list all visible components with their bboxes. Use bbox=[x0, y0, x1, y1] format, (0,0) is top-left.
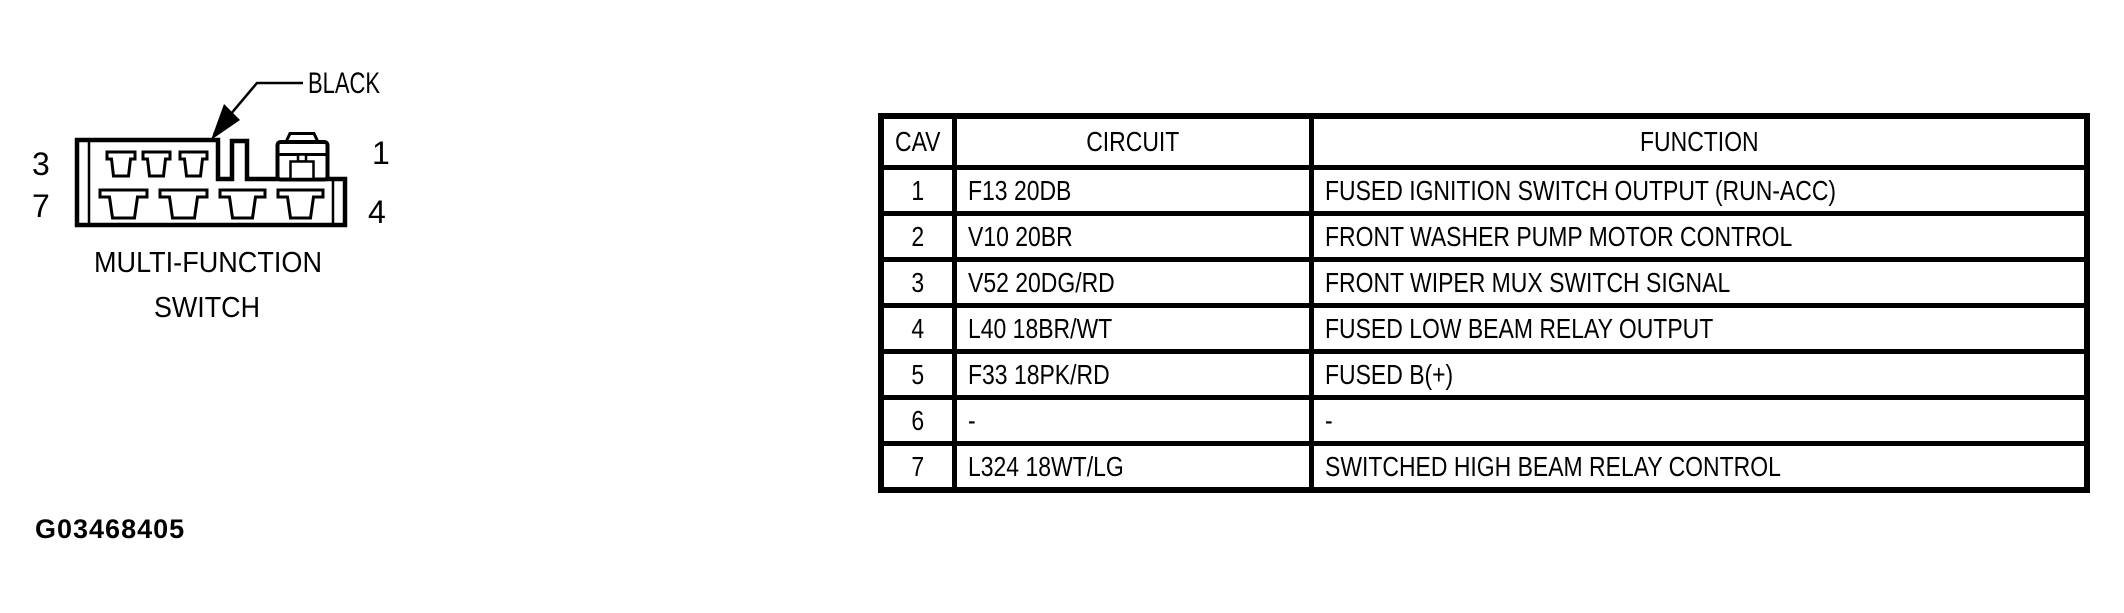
figure-id: G03468405 bbox=[35, 514, 186, 544]
table-row: 7 L324 18WT/LG SWITCHED HIGH BEAM RELAY … bbox=[878, 441, 2090, 493]
circuit-cell: F13 20DB bbox=[952, 165, 1314, 216]
pin-cavity bbox=[98, 188, 149, 220]
cav-cell: 4 bbox=[878, 303, 957, 354]
black-label: BLACK bbox=[308, 67, 380, 100]
table-row: 5 F33 18PK/RD FUSED B(+) bbox=[878, 349, 2090, 400]
pin-label-7: 7 bbox=[32, 188, 50, 224]
table-row: 3 V52 20DG/RD FRONT WIPER MUX SWITCH SIG… bbox=[878, 257, 2090, 308]
function-cell: FUSED LOW BEAM RELAY OUTPUT bbox=[1309, 303, 2090, 354]
leader-arrow bbox=[211, 104, 240, 140]
pin-cavity bbox=[158, 188, 209, 220]
header-cav: CAV bbox=[878, 113, 957, 170]
function-cell: FUSED B(+) bbox=[1309, 349, 2090, 400]
pin-label-4: 4 bbox=[368, 194, 386, 230]
circuit-cell: - bbox=[952, 395, 1314, 446]
connector-caption-line1: MULTI-FUNCTION bbox=[94, 247, 322, 279]
cav-cell: 1 bbox=[878, 165, 957, 216]
table-row: 4 L40 18BR/WT FUSED LOW BEAM RELAY OUTPU… bbox=[878, 303, 2090, 354]
pin-cavity bbox=[105, 150, 137, 178]
cav-cell: 5 bbox=[878, 349, 957, 400]
function-cell: FUSED IGNITION SWITCH OUTPUT (RUN-ACC) bbox=[1309, 165, 2090, 216]
circuit-cell: F33 18PK/RD bbox=[952, 349, 1314, 400]
function-cell: FRONT WIPER MUX SWITCH SIGNAL bbox=[1309, 257, 2090, 308]
pin-cavity bbox=[276, 188, 325, 220]
latch-keeper-box bbox=[289, 160, 315, 181]
table-row: 2 V10 20BR FRONT WASHER PUMP MOTOR CONTR… bbox=[878, 211, 2090, 262]
pin-cavity bbox=[141, 150, 172, 178]
pinout-table: CAV CIRCUIT FUNCTION 1 F13 20DB FUSED IG… bbox=[878, 113, 2090, 493]
table-row: 6 - - bbox=[878, 395, 2090, 446]
cav-cell: 7 bbox=[878, 441, 957, 493]
cav-cell: 3 bbox=[878, 257, 957, 308]
connector-body bbox=[74, 137, 348, 228]
circuit-cell: L324 18WT/LG bbox=[952, 441, 1314, 493]
circuit-cell: V52 20DG/RD bbox=[952, 257, 1314, 308]
header-circuit: CIRCUIT bbox=[952, 113, 1314, 170]
function-cell: - bbox=[1309, 395, 2090, 446]
header-function: FUNCTION bbox=[1309, 113, 2090, 170]
pin-cavity bbox=[218, 188, 267, 220]
function-cell: SWITCHED HIGH BEAM RELAY CONTROL bbox=[1309, 441, 2090, 493]
pin-cavity bbox=[178, 150, 209, 178]
cav-cell: 6 bbox=[878, 395, 957, 446]
table-row: 1 F13 20DB FUSED IGNITION SWITCH OUTPUT … bbox=[878, 165, 2090, 216]
circuit-cell: L40 18BR/WT bbox=[952, 303, 1314, 354]
pin-label-3: 3 bbox=[32, 146, 50, 182]
circuit-cell: V10 20BR bbox=[952, 211, 1314, 262]
table-header-row: CAV CIRCUIT FUNCTION bbox=[878, 113, 2090, 170]
connector-diagram: BLACK 3 7 1 4 MULTI-FUNCTION SWITCH bbox=[32, 67, 390, 324]
pin-label-1: 1 bbox=[372, 135, 390, 171]
connector-caption-line2: SWITCH bbox=[154, 292, 260, 324]
function-cell: FRONT WASHER PUMP MOTOR CONTROL bbox=[1309, 211, 2090, 262]
cav-cell: 2 bbox=[878, 211, 957, 262]
